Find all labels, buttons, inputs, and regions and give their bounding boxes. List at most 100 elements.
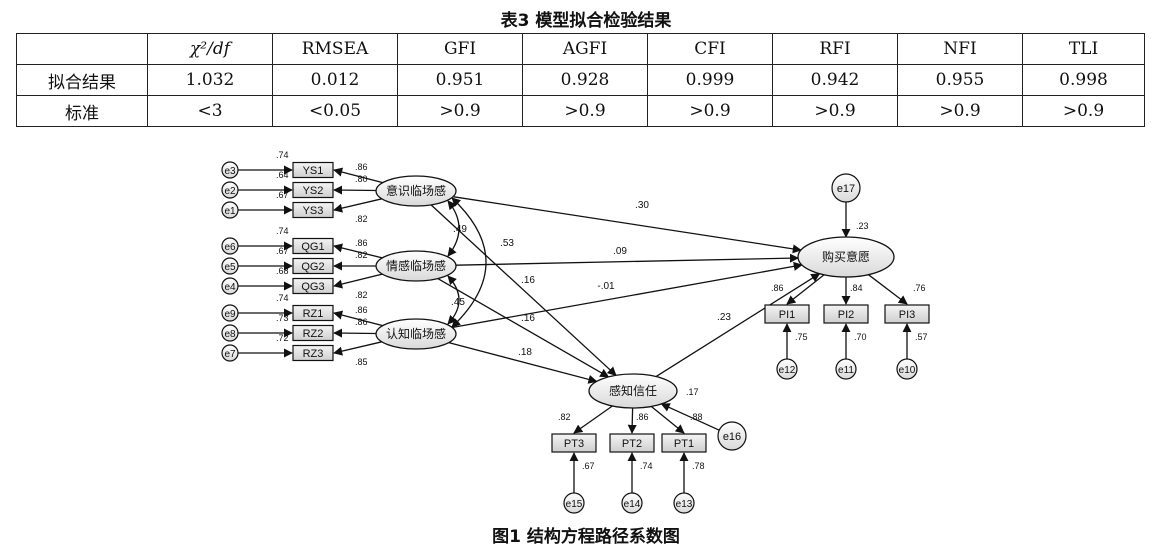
observed-label: RZ2 <box>303 328 324 340</box>
table-cell: 0.012 <box>272 64 398 96</box>
latent-label: 认知临场感 <box>386 326 446 341</box>
loading-label: .86 <box>355 238 368 248</box>
error-label: e3 <box>224 166 236 177</box>
r2-label: .17 <box>686 387 699 397</box>
table-cell: >0.9 <box>397 95 523 127</box>
r2-label: .74 <box>276 150 289 160</box>
structural-path <box>452 196 802 254</box>
error-label: e15 <box>566 499 583 510</box>
header-cell: TLI <box>1022 33 1145 65</box>
table-cell: >0.9 <box>772 95 898 127</box>
observed-box <box>292 257 334 275</box>
error-label: e14 <box>624 499 641 510</box>
loading-path <box>333 341 383 356</box>
observed-box <box>823 304 869 324</box>
loading-path <box>333 198 383 213</box>
observed-label: YS2 <box>303 185 324 197</box>
observed-label: RZ1 <box>303 308 324 320</box>
loading-label: .86 <box>355 305 368 315</box>
header-cell: NFI <box>897 33 1023 65</box>
table-cell: 0.928 <box>522 64 648 96</box>
error-node <box>221 257 239 275</box>
error-node <box>221 304 239 322</box>
loading-label: .76 <box>913 283 926 293</box>
observed-box <box>292 344 334 362</box>
error-node <box>221 344 239 362</box>
loading-label: .86 <box>636 412 649 422</box>
table-cell: <0.05 <box>272 95 398 127</box>
correlation-coefficient: .49 <box>453 224 467 235</box>
error-label: e16 <box>723 431 741 443</box>
latent-label: 情感临场感 <box>386 258 446 273</box>
loading-label: .85 <box>355 357 368 367</box>
row-label: 拟合结果 <box>16 64 148 96</box>
observed-box <box>551 433 597 453</box>
observed-label: RZ3 <box>303 348 324 360</box>
row-label: 标准 <box>16 95 148 127</box>
r2-label: .74 <box>640 461 653 471</box>
table-cell: 0.951 <box>397 64 523 96</box>
structural-path <box>455 253 799 266</box>
table-cell: >0.9 <box>897 95 1023 127</box>
observed-label: PT2 <box>622 438 642 450</box>
error-label: e13 <box>676 499 693 510</box>
error-node <box>831 173 861 203</box>
table-cell: >0.9 <box>1022 95 1145 127</box>
table-cell: 0.942 <box>772 64 898 96</box>
observed-label: QG2 <box>301 261 324 273</box>
loading-path <box>573 405 613 434</box>
observed-box <box>292 181 334 199</box>
latent-label: 意识临场感 <box>386 183 446 198</box>
r2-label: .74 <box>276 293 289 303</box>
observed-box <box>292 304 334 322</box>
error-label: e17 <box>837 183 855 195</box>
path-coefficient: -.01 <box>597 281 615 292</box>
error-node <box>563 492 585 514</box>
r2-label: .67 <box>276 246 289 256</box>
error-node <box>221 201 239 219</box>
latent-label: 感知信任 <box>609 383 657 398</box>
observed-box <box>292 161 334 179</box>
observed-label: YS3 <box>303 205 324 217</box>
correlation-coefficient: .53 <box>500 238 514 249</box>
error-node <box>896 358 918 380</box>
error-node <box>621 492 643 514</box>
observed-box <box>764 304 810 324</box>
error-label: e2 <box>224 186 236 197</box>
error-label: e6 <box>224 242 236 253</box>
path-coefficient: .16 <box>521 275 535 286</box>
error-label: e5 <box>224 262 236 273</box>
latent-node <box>588 373 678 409</box>
loading-label: .82 <box>355 214 368 224</box>
observed-label: PI1 <box>779 309 796 321</box>
r2-label: .23 <box>856 221 869 231</box>
loading-label: .86 <box>355 162 368 172</box>
table-row: 标准 <3 <0.05 >0.9 >0.9 >0.9 >0.9 >0.9 >0.… <box>16 95 1145 127</box>
path-coefficient: .23 <box>717 312 731 323</box>
loading-label: .86 <box>771 283 784 293</box>
table-row: 拟合结果 1.032 0.012 0.951 0.928 0.999 0.942… <box>16 64 1145 96</box>
observed-label: PI3 <box>899 309 916 321</box>
correlation-path <box>447 275 460 325</box>
structural-path <box>448 341 598 384</box>
fit-table: χ²/df RMSEA GFI AGFI CFI RFI NFI TLI 拟合结… <box>16 33 1145 127</box>
observed-label: YS1 <box>303 165 324 177</box>
loading-label: .84 <box>850 283 863 293</box>
observed-label: PT1 <box>674 438 694 450</box>
error-node <box>835 358 857 380</box>
error-node <box>221 181 239 199</box>
path-coefficient: .16 <box>521 313 535 324</box>
r2-label: .67 <box>582 461 595 471</box>
error-node <box>717 421 747 451</box>
r2-label: .70 <box>854 332 867 342</box>
observed-box <box>609 433 655 453</box>
observed-label: PI2 <box>838 309 855 321</box>
error-label: e9 <box>224 309 236 320</box>
table-cell: <3 <box>147 95 273 127</box>
observed-box <box>292 201 334 219</box>
error-node <box>221 277 239 295</box>
structural-path <box>451 261 803 329</box>
observed-box <box>661 433 707 453</box>
observed-box <box>292 277 334 295</box>
observed-box <box>884 304 930 324</box>
